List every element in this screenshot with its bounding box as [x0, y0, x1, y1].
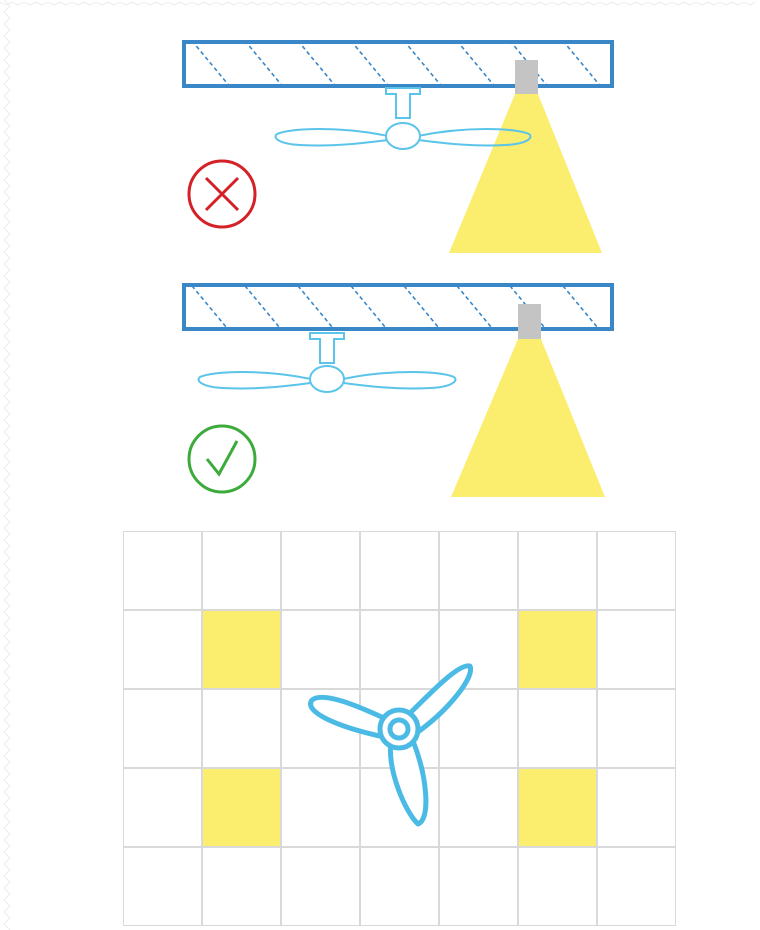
correct-placement-scene	[0, 275, 760, 505]
ceiling-outline	[184, 285, 612, 329]
grid-cell	[439, 847, 518, 926]
grid-cell	[360, 531, 439, 610]
light-beam	[451, 339, 605, 497]
layout-grid	[123, 531, 676, 926]
grid-cell	[597, 610, 676, 689]
grid-cell	[439, 768, 518, 847]
grid-cell	[123, 610, 202, 689]
hatch-line	[130, 275, 188, 345]
grid-cell	[518, 689, 597, 768]
grid-cell	[202, 689, 281, 768]
ceiling-fan-side-icon	[199, 333, 456, 392]
light-beam	[449, 94, 602, 253]
grid-cell	[597, 847, 676, 926]
hatch-line	[607, 275, 665, 345]
hatch-line	[130, 30, 188, 100]
grid-cell	[360, 847, 439, 926]
grid-cell	[597, 768, 676, 847]
grid-cell-light	[202, 610, 281, 689]
grid-cell	[518, 531, 597, 610]
grid-cell-light	[518, 610, 597, 689]
grid-cell	[439, 610, 518, 689]
grid-cell-light	[202, 768, 281, 847]
grid-cell	[439, 689, 518, 768]
grid-cell	[597, 689, 676, 768]
top-view-layout	[123, 531, 677, 927]
grid-cell	[123, 768, 202, 847]
ceiling-panel	[130, 275, 665, 345]
grid-cell	[123, 689, 202, 768]
grid-cell-light	[518, 768, 597, 847]
ceiling-outline	[184, 42, 612, 86]
downlight-icon	[515, 60, 538, 94]
grid-cell	[597, 531, 676, 610]
grid-cell	[281, 847, 360, 926]
check-circle-icon	[189, 426, 255, 492]
incorrect-placement-scene	[0, 30, 760, 260]
grid-cell	[360, 689, 439, 768]
grid-cell	[360, 768, 439, 847]
grid-cell	[202, 847, 281, 926]
grid-cell	[439, 531, 518, 610]
grid-cell	[281, 531, 360, 610]
ceiling-fan-side-icon	[276, 88, 531, 149]
hatch-line	[607, 30, 665, 100]
grid-cell	[123, 531, 202, 610]
grid-cell	[518, 847, 597, 926]
grid-cell	[202, 531, 281, 610]
grid-cell	[281, 689, 360, 768]
grid-cell	[281, 610, 360, 689]
grid-cell	[281, 768, 360, 847]
downlight-icon	[518, 304, 541, 339]
grid-cell	[360, 610, 439, 689]
grid-cell	[123, 847, 202, 926]
cross-circle-icon	[189, 161, 255, 227]
